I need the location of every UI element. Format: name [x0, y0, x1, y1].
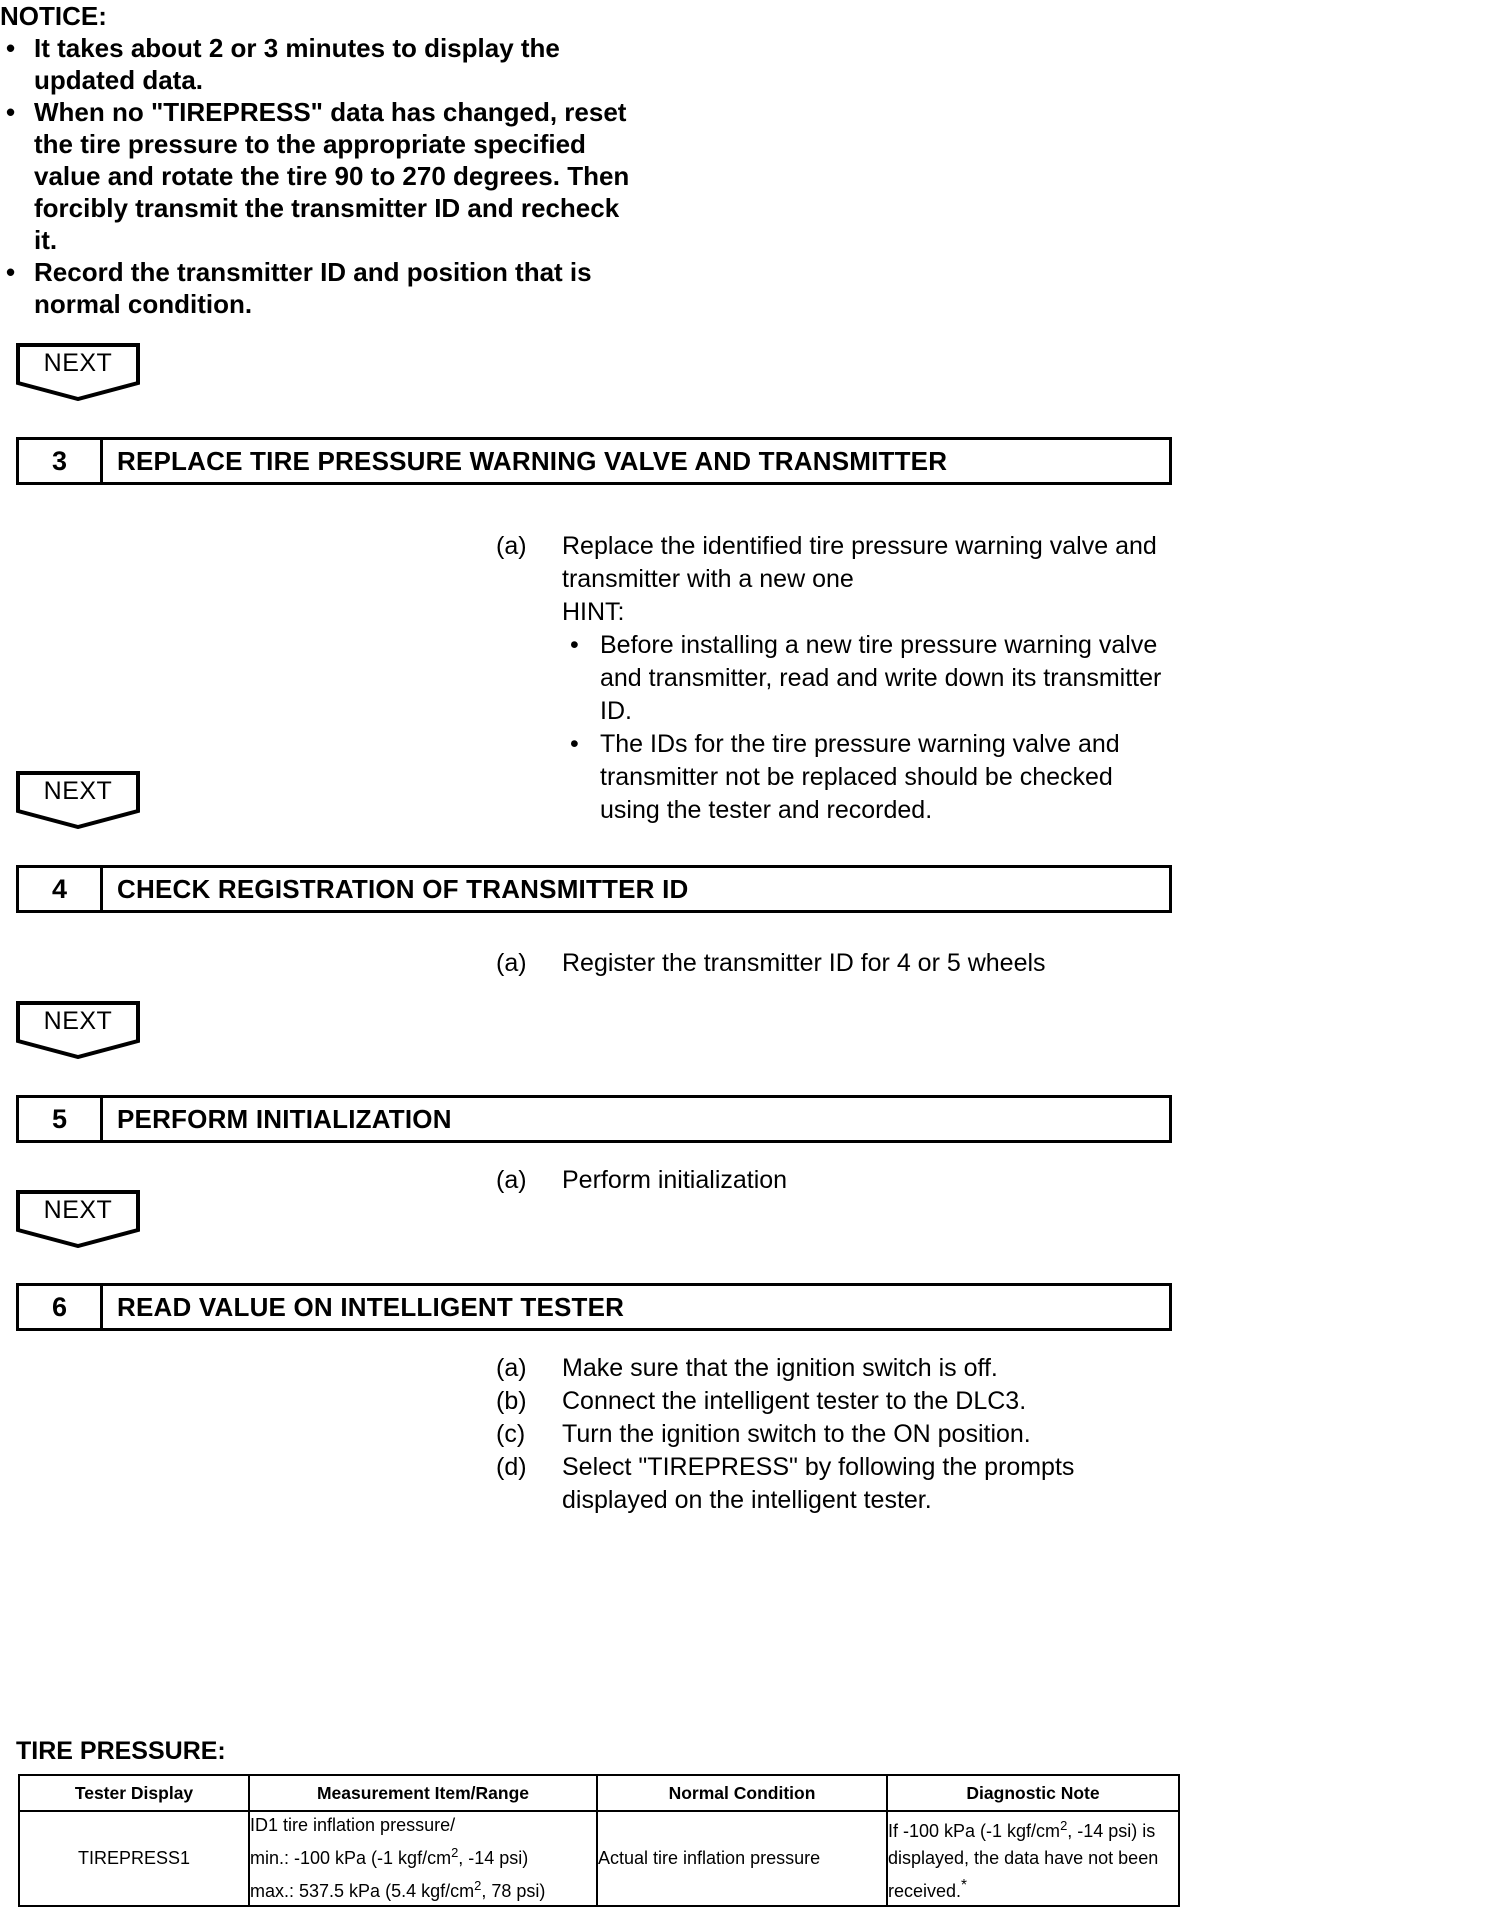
item-marker: (b) — [496, 1387, 527, 1415]
measurement-line-1: ID1 tire inflation pressure/ — [250, 1815, 456, 1835]
item-marker: (a) — [496, 1166, 527, 1194]
step-header-4: 4 CHECK REGISTRATION OF TRANSMITTER ID — [16, 865, 1172, 913]
measurement-line-3-pre: max.: 537.5 kPa (5.4 kgf/cm — [250, 1881, 475, 1901]
measurement-line-2-pre: min.: -100 kPa (-1 kgf/cm — [250, 1848, 452, 1868]
cell-normal-condition: Actual tire inflation pressure — [596, 1810, 888, 1907]
item-text: Turn the ignition switch to the ON posit… — [562, 1420, 1031, 1448]
step-header-6: 6 READ VALUE ON INTELLIGENT TESTER — [16, 1283, 1172, 1331]
table-caption: TIRE PRESSURE: — [16, 1737, 226, 1765]
table-header-row: Tester Display Measurement Item/Range No… — [18, 1774, 1180, 1812]
next-banner-2: NEXT — [16, 771, 140, 829]
step-5-item-a: (a) Perform initialization — [496, 1164, 1176, 1197]
step-3-body: (a) Replace the identified tire pressure… — [496, 530, 1176, 827]
item-text: Perform initialization — [562, 1166, 788, 1194]
step-6-item-b: (b) Connect the intelligent tester to th… — [496, 1385, 1186, 1418]
measurement-line-2-post: , -14 psi) — [458, 1848, 529, 1868]
cell-tester-display: TIREPRESS1 — [18, 1810, 250, 1907]
measurement-line-3: max.: 537.5 kPa (5.4 kgf/cm2, 78 psi) — [250, 1872, 596, 1905]
item-marker: (a) — [496, 949, 527, 977]
measurement-line-3-sup: 2 — [474, 1878, 482, 1893]
hint-bullet-text: The IDs for the tire pressure warning va… — [600, 730, 1120, 824]
notice-bullet-list: • It takes about 2 or 3 minutes to displ… — [0, 32, 640, 320]
notice-bullet-item: • Record the transmitter ID and position… — [0, 256, 640, 320]
item-text: Select "TIREPRESS" by following the prom… — [562, 1453, 1075, 1514]
column-header-normal-condition: Normal Condition — [596, 1774, 888, 1812]
measurement-line-2: min.: -100 kPa (-1 kgf/cm2, -14 psi) — [250, 1839, 596, 1872]
next-banner-icon — [16, 771, 140, 829]
item-marker: (c) — [496, 1420, 526, 1448]
diagnostic-note-mid: , -14 psi) is displayed, the data have n… — [888, 1821, 1159, 1901]
measurement-line-2-sup: 2 — [451, 1845, 459, 1860]
next-banner-label: NEXT — [43, 777, 113, 805]
notice-title: NOTICE: — [0, 1, 107, 31]
bullet-icon: • — [570, 730, 579, 758]
hint-label: HINT: — [562, 598, 625, 626]
measurement-line-3-post: , 78 psi) — [481, 1881, 546, 1901]
step-title: REPLACE TIRE PRESSURE WARNING VALVE AND … — [117, 445, 948, 476]
column-header-tester-display: Tester Display — [18, 1774, 250, 1812]
step-number: 3 — [19, 440, 103, 482]
step-header-5: 5 PERFORM INITIALIZATION — [16, 1095, 1172, 1143]
next-banner-icon — [16, 343, 140, 401]
table-row: TIREPRESS1 ID1 tire inflation pressure/ … — [18, 1810, 1180, 1907]
next-banner-label: NEXT — [43, 349, 113, 377]
step-number: 6 — [19, 1286, 103, 1328]
diagnostic-note-pre: If -100 kPa (-1 kgf/cm — [888, 1821, 1061, 1841]
step-number: 5 — [19, 1098, 103, 1140]
next-banner-4: NEXT — [16, 1190, 140, 1248]
step-3-item-a: (a) Replace the identified tire pressure… — [496, 530, 1176, 827]
next-banner-icon — [16, 1001, 140, 1059]
bullet-icon: • — [6, 33, 16, 63]
diagnostic-note-sup: 2 — [1060, 1818, 1068, 1833]
next-banner-3: NEXT — [16, 1001, 140, 1059]
hint-bullet-item: • Before installing a new tire pressure … — [562, 629, 1176, 728]
footnote-asterisk-icon: * — [961, 1877, 967, 1894]
step-6-body: (a) Make sure that the ignition switch i… — [496, 1352, 1186, 1517]
notice-bullet-text: When no "TIREPRESS" data has changed, re… — [34, 97, 630, 255]
item-text: Make sure that the ignition switch is of… — [562, 1354, 998, 1382]
cell-measurement: ID1 tire inflation pressure/ min.: -100 … — [248, 1810, 598, 1907]
bullet-icon: • — [570, 631, 579, 659]
step-number: 4 — [19, 868, 103, 910]
step-6-item-d: (d) Select "TIREPRESS" by following the … — [496, 1451, 1186, 1517]
item-marker: (a) — [496, 532, 527, 560]
cell-diagnostic-note: If -100 kPa (-1 kgf/cm2, -14 psi) is dis… — [886, 1810, 1180, 1907]
tire-pressure-table: Tester Display Measurement Item/Range No… — [18, 1774, 1180, 1907]
notice-bullet-item: • It takes about 2 or 3 minutes to displ… — [0, 32, 640, 96]
step-title: CHECK REGISTRATION OF TRANSMITTER ID — [117, 873, 689, 904]
step-4-body: (a) Register the transmitter ID for 4 or… — [496, 947, 1176, 980]
item-marker: (a) — [496, 1354, 527, 1382]
notice-bullet-text: Record the transmitter ID and position t… — [34, 257, 592, 319]
step-4-item-a: (a) Register the transmitter ID for 4 or… — [496, 947, 1176, 980]
step-title: READ VALUE ON INTELLIGENT TESTER — [117, 1291, 625, 1322]
step-3-hint-list: • Before installing a new tire pressure … — [562, 629, 1176, 827]
next-banner-icon — [16, 1190, 140, 1248]
notice-bullet-text: It takes about 2 or 3 minutes to display… — [34, 33, 560, 95]
step-5-body: (a) Perform initialization — [496, 1164, 1176, 1197]
hint-bullet-text: Before installing a new tire pressure wa… — [600, 631, 1162, 725]
item-text: Connect the intelligent tester to the DL… — [562, 1387, 1027, 1415]
column-header-diagnostic-note: Diagnostic Note — [886, 1774, 1180, 1812]
item-text: Replace the identified tire pressure war… — [562, 532, 1157, 593]
item-marker: (d) — [496, 1453, 527, 1481]
notice-block: NOTICE: • It takes about 2 or 3 minutes … — [0, 0, 640, 320]
bullet-icon: • — [6, 97, 16, 127]
next-banner-label: NEXT — [43, 1007, 113, 1035]
column-header-measurement: Measurement Item/Range — [248, 1774, 598, 1812]
next-banner-label: NEXT — [43, 1196, 113, 1224]
step-6-item-a: (a) Make sure that the ignition switch i… — [496, 1352, 1186, 1385]
step-title: PERFORM INITIALIZATION — [117, 1103, 452, 1134]
next-banner-1: NEXT — [16, 343, 140, 401]
step-header-3: 3 REPLACE TIRE PRESSURE WARNING VALVE AN… — [16, 437, 1172, 485]
bullet-icon: • — [6, 257, 16, 287]
notice-bullet-item: • When no "TIREPRESS" data has changed, … — [0, 96, 640, 256]
step-6-item-c: (c) Turn the ignition switch to the ON p… — [496, 1418, 1186, 1451]
item-text: Register the transmitter ID for 4 or 5 w… — [562, 949, 1046, 977]
hint-bullet-item: • The IDs for the tire pressure warning … — [562, 728, 1176, 827]
